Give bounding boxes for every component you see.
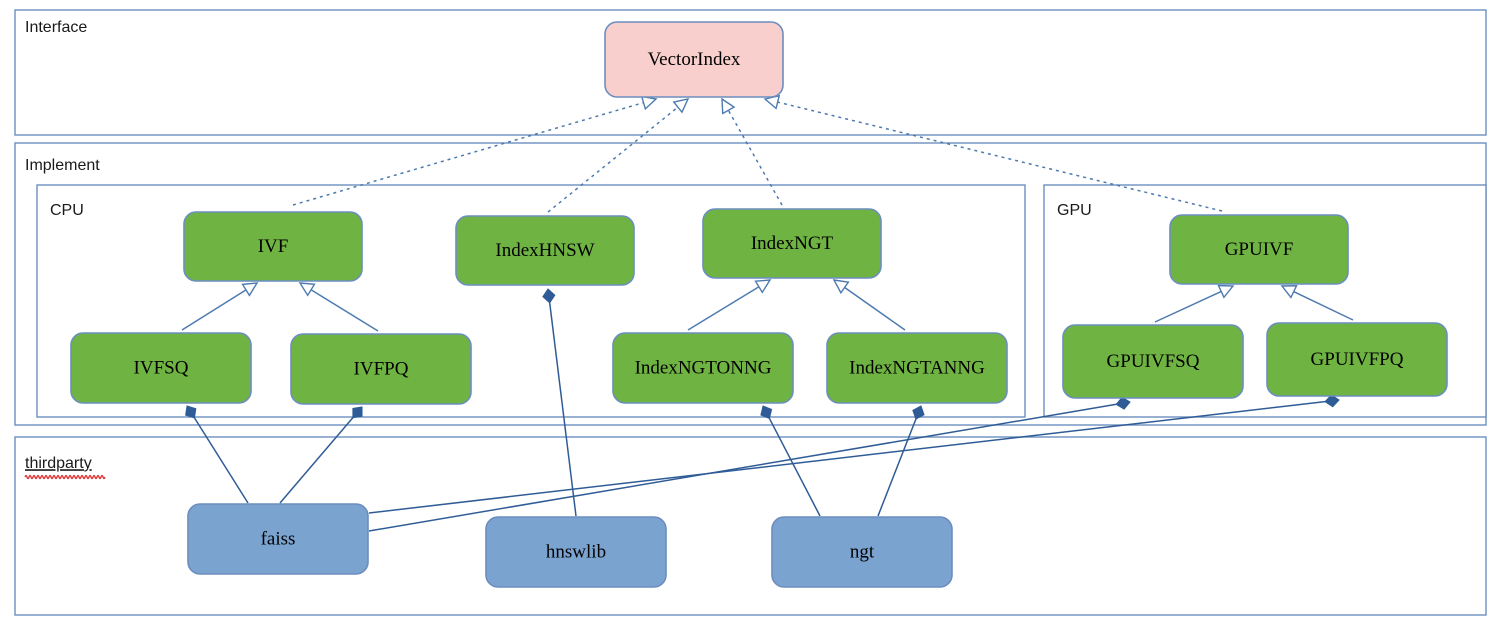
edge-line: [687, 285, 761, 331]
edge-line: [292, 101, 645, 206]
node-label: VectorIndex: [648, 49, 741, 70]
edge-line: [368, 403, 1118, 532]
group-label-interface: Interface: [25, 19, 87, 36]
node-ivf[interactable]: IVF: [183, 211, 363, 282]
edge-hnswlib-indexhnsw: [542, 288, 577, 517]
group-label-implement: Implement: [25, 157, 100, 174]
group-label-cpu: CPU: [50, 202, 84, 219]
inheritance-arrow-icon: [721, 97, 736, 115]
edge-ngt-indexngtanng: [877, 405, 925, 517]
edge-line: [181, 288, 248, 331]
edge-indexhnsw-vectorindex: [547, 98, 690, 213]
edge-line: [279, 416, 355, 504]
node-label: ngt: [850, 541, 875, 562]
edge-line: [1292, 290, 1354, 321]
node-box[interactable]: [604, 21, 784, 98]
edge-faiss-gpuivfsq: [368, 396, 1131, 532]
edge-line: [548, 301, 577, 517]
node-label: faiss: [261, 528, 296, 549]
node-label: IVFSQ: [134, 357, 189, 378]
node-label: IVF: [258, 236, 289, 257]
node-label: GPUIVFPQ: [1311, 349, 1404, 370]
node-label: hnswlib: [546, 541, 606, 562]
inheritance-arrow-icon: [672, 98, 690, 114]
edge-ngt-indexngtonng: [760, 405, 821, 517]
node-gpuivfsq[interactable]: GPUIVFSQ: [1062, 324, 1244, 399]
edge-ivfsq-ivf: [181, 282, 259, 331]
edge-gpuivfsq-gpuivf: [1154, 284, 1235, 323]
node-vectorindex[interactable]: VectorIndex: [604, 21, 784, 98]
node-box[interactable]: [290, 333, 472, 405]
composition-diamond-icon: [1115, 396, 1131, 410]
node-box[interactable]: [1266, 322, 1448, 397]
composition-diamond-icon: [185, 405, 197, 419]
inheritance-arrow-icon: [1280, 285, 1298, 299]
node-indexngt[interactable]: IndexNGT: [702, 208, 882, 279]
node-label: IndexNGT: [751, 233, 834, 254]
edge-ivfpq-ivf: [298, 282, 379, 332]
inheritance-arrow-icon: [1217, 284, 1235, 299]
node-box[interactable]: [485, 516, 667, 588]
group-label-thirdparty: thirdparty: [25, 455, 92, 472]
inheritance-arrow-icon: [241, 282, 259, 297]
node-gpuivfpq[interactable]: GPUIVFPQ: [1266, 322, 1448, 397]
inheritance-arrow-icon: [832, 279, 850, 295]
node-indexngtanng[interactable]: IndexNGTANNG: [826, 332, 1008, 404]
composition-diamond-icon: [352, 406, 363, 419]
node-box[interactable]: [187, 503, 369, 575]
node-label: IndexNGTONNG: [635, 357, 772, 378]
spellcheck-underline-thirdparty: [24, 474, 106, 480]
edge-gpuivfpq-gpuivf: [1280, 285, 1354, 321]
edge-line: [193, 416, 249, 504]
composition-diamond-icon: [760, 405, 773, 420]
node-box[interactable]: [455, 215, 635, 286]
node-indexngtonng[interactable]: IndexNGTONNG: [612, 332, 794, 404]
node-box[interactable]: [183, 211, 363, 282]
node-faiss[interactable]: faiss: [187, 503, 369, 575]
node-box[interactable]: [702, 208, 882, 279]
edge-line: [309, 288, 379, 332]
edge-line: [877, 417, 917, 517]
node-indexhnsw[interactable]: IndexHNSW: [455, 215, 635, 286]
node-gpuivf[interactable]: GPUIVF: [1169, 214, 1349, 285]
node-label: IndexNGTANNG: [849, 357, 985, 378]
edge-line: [368, 400, 1327, 514]
node-box[interactable]: [1169, 214, 1349, 285]
edge-line: [768, 417, 821, 517]
edge-line: [843, 286, 906, 331]
node-label: IndexHNSW: [495, 240, 594, 261]
edges-layer: [181, 94, 1354, 532]
node-label: GPUIVF: [1225, 239, 1294, 260]
node-box[interactable]: [612, 332, 794, 404]
node-label: IVFPQ: [354, 358, 409, 379]
group-label-gpu: GPU: [1057, 202, 1092, 219]
composition-diamond-icon: [912, 405, 925, 420]
node-box[interactable]: [771, 516, 953, 588]
edge-faiss-ivfsq: [185, 405, 249, 504]
edge-line: [727, 109, 783, 206]
edge-indexngtanng-indexngt: [832, 279, 906, 331]
node-ivfpq[interactable]: IVFPQ: [290, 333, 472, 405]
node-label: GPUIVFSQ: [1107, 351, 1200, 372]
edge-indexngtonng-indexngt: [687, 279, 772, 331]
edge-line: [1154, 290, 1223, 323]
inheritance-arrow-icon: [754, 279, 772, 294]
edge-indexngt-vectorindex: [721, 97, 783, 206]
node-ngt[interactable]: ngt: [771, 516, 953, 588]
edge-faiss-ivfpq: [279, 406, 363, 504]
node-box[interactable]: [826, 332, 1008, 404]
node-box[interactable]: [70, 332, 252, 404]
node-box[interactable]: [1062, 324, 1244, 399]
node-ivfsq[interactable]: IVFSQ: [70, 332, 252, 404]
composition-diamond-icon: [542, 288, 556, 304]
inheritance-arrow-icon: [298, 282, 316, 297]
node-hnswlib[interactable]: hnswlib: [485, 516, 667, 588]
